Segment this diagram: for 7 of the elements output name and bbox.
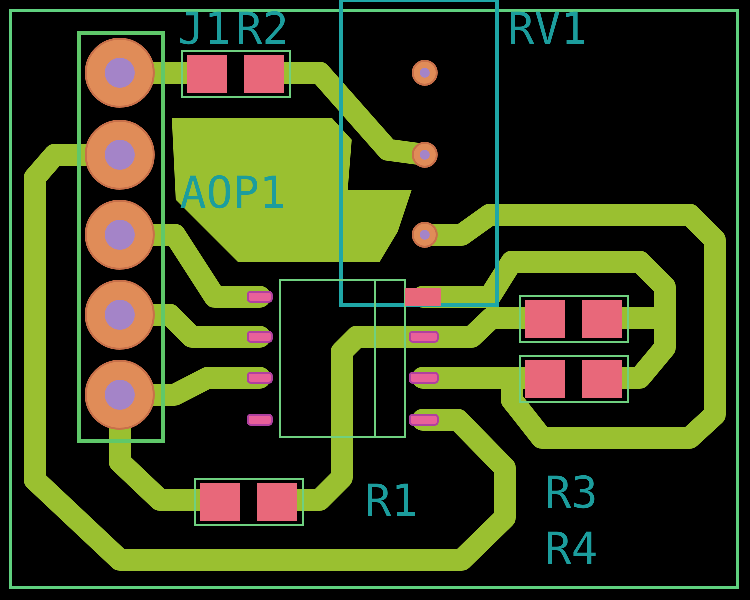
component-designator: R2	[236, 8, 289, 52]
component-designator: R4	[545, 528, 598, 572]
component-designator: R1	[365, 480, 418, 524]
component-designator: R3	[545, 472, 598, 516]
component-designator: J1	[178, 8, 231, 52]
component-designator: AOP1	[180, 172, 286, 216]
component-designator: RV1	[508, 8, 588, 52]
